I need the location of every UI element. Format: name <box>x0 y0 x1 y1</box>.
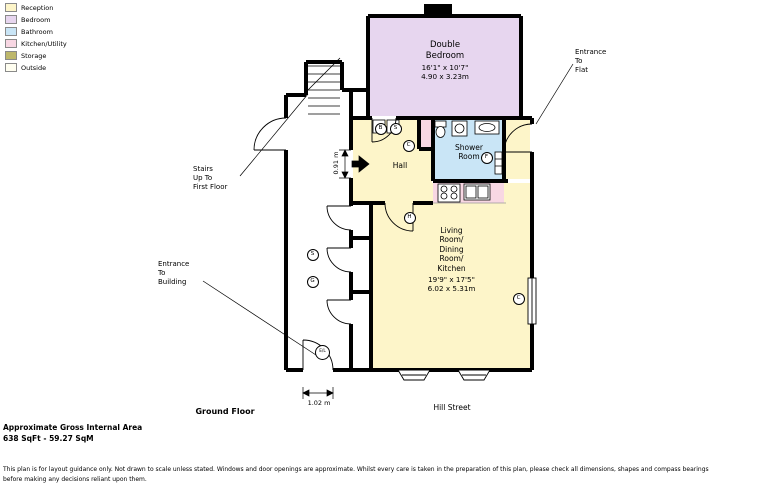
marker-fixture-f: F <box>480 151 493 164</box>
marker-heater: H <box>403 211 416 224</box>
leader-stairs <box>239 93 309 177</box>
ground-floor-caption: Ground Floor <box>195 407 255 416</box>
stairs-label: Stairs Up To First Floor <box>193 165 253 192</box>
door-building-side <box>253 117 287 151</box>
living-name-line5: Kitchen <box>437 263 466 273</box>
bedroom-name-line1: Double <box>429 40 461 50</box>
marker-storage: S <box>389 122 402 135</box>
living-name-line2: Room/ <box>439 235 464 245</box>
disclaimer-line1: This plan is for layout guidance only. N… <box>3 466 709 473</box>
utility-nook-fill <box>419 120 433 149</box>
living-name-line3: Dining <box>439 244 464 254</box>
hob-icon <box>437 183 461 203</box>
leader-entrance-building <box>202 280 317 356</box>
legend-label: Kitchen/Utility <box>21 39 67 48</box>
disclaimer-line2: before making any decisions reliant upon… <box>3 476 147 483</box>
closet-strip-fill <box>353 205 369 368</box>
legend-label: Reception <box>21 3 54 12</box>
corridor-fill <box>288 97 349 368</box>
walls <box>284 14 534 372</box>
door-flat-entrance <box>503 123 533 153</box>
hall-label: Hall <box>382 161 418 170</box>
entrance-to-flat-label: Entrance To Flat <box>575 48 635 75</box>
bedroom-label: Double Bedroom 16'1" x 10'7" 4.90 x 3.23… <box>385 40 505 81</box>
legend-item-storage: Storage <box>5 51 67 60</box>
stairs-line1: Stairs <box>193 165 213 173</box>
legend-swatch-reception <box>5 3 17 12</box>
stairs-line2: Up To <box>193 174 213 183</box>
entry-fill <box>506 120 530 179</box>
legend: Reception Bedroom Bathroom Kitchen/Utili… <box>5 3 67 75</box>
entrance-flat-line1: Entrance <box>575 48 607 56</box>
area-value: 638 SqFt - 59.27 SqM <box>3 434 94 443</box>
stairs-line3: First Floor <box>193 183 228 192</box>
living-room-label: Living Room/ Dining Room/ Kitchen 19'9" … <box>399 226 504 293</box>
leader-entrance-flat <box>535 63 574 125</box>
door-closet-3 <box>326 299 352 325</box>
legend-item-bedroom: Bedroom <box>5 15 67 24</box>
entrance-flat-line2: To <box>575 57 583 66</box>
marker-boiler: B <box>374 122 387 135</box>
legend-swatch-bedroom <box>5 15 17 24</box>
legend-label: Outside <box>21 63 47 72</box>
legend-swatch-storage <box>5 51 17 60</box>
legend-item-kitchen-utility: Kitchen/Utility <box>5 39 67 48</box>
shower-room-label: Shower Room <box>437 143 501 162</box>
bedroom-dims-metric: 4.90 x 3.23m <box>421 72 469 82</box>
hall-name: Hall <box>392 161 408 170</box>
legend-swatch-kitchen-utility <box>5 39 17 48</box>
living-name-line4: Room/ <box>439 254 464 264</box>
basin-bowl-icon <box>478 123 496 132</box>
dim-entrance-text: 1.02 m <box>307 399 331 407</box>
living-name-line1: Living <box>440 226 463 235</box>
marker-gas-meter: G <box>306 275 319 288</box>
entrance-to-building-label: Entrance To Building <box>158 260 218 287</box>
entrance-direction-arrow <box>351 155 370 173</box>
legend-label: Bathroom <box>21 27 53 36</box>
marker-cupboard: C <box>402 139 415 152</box>
bedroom-name-line2: Bedroom <box>425 50 465 61</box>
dimensions <box>302 149 370 399</box>
entrance-building-line3: Building <box>158 278 187 287</box>
toilet-icon <box>435 126 446 138</box>
chimney <box>424 4 452 17</box>
door-bedroom <box>371 117 397 143</box>
street-name-caption: Hill Street <box>433 403 471 412</box>
entrance-flat-line3: Flat <box>575 66 589 75</box>
bedroom-fill <box>370 18 519 116</box>
marker-c-living: C <box>512 292 525 305</box>
shower-name-line2: Room <box>458 152 480 162</box>
marker-s-meter: S <box>306 248 319 261</box>
living-dims-imperial: 19'9" x 17'5" <box>428 274 475 284</box>
bedroom-dims-imperial: 16'1" x 10'7" <box>421 63 469 73</box>
door-closet-2 <box>326 247 352 273</box>
dim-hall-text: 0.91 m <box>332 151 340 175</box>
area-title: Approximate Gross Internal Area <box>3 423 143 432</box>
living-fill <box>373 183 530 368</box>
washing-machine-drum-icon <box>454 123 465 134</box>
marker-electric-meter: E/L <box>315 345 330 360</box>
legend-label: Storage <box>21 51 47 60</box>
leader-lines <box>202 63 574 356</box>
legend-swatch-outside <box>5 63 17 72</box>
legend-swatch-bathroom <box>5 27 17 36</box>
entrance-building-line2: To <box>158 269 166 278</box>
door-closet-1 <box>326 205 352 231</box>
legend-item-reception: Reception <box>5 3 67 12</box>
shower-name-line1: Shower <box>455 143 483 152</box>
legend-label: Bedroom <box>21 15 51 24</box>
living-dims-metric: 6.02 x 5.31m <box>427 283 476 293</box>
stairs-fill <box>308 64 340 97</box>
legend-item-outside: Outside <box>5 63 67 72</box>
legend-item-bathroom: Bathroom <box>5 27 67 36</box>
entrance-building-line1: Entrance <box>158 260 190 268</box>
windows <box>397 277 537 381</box>
